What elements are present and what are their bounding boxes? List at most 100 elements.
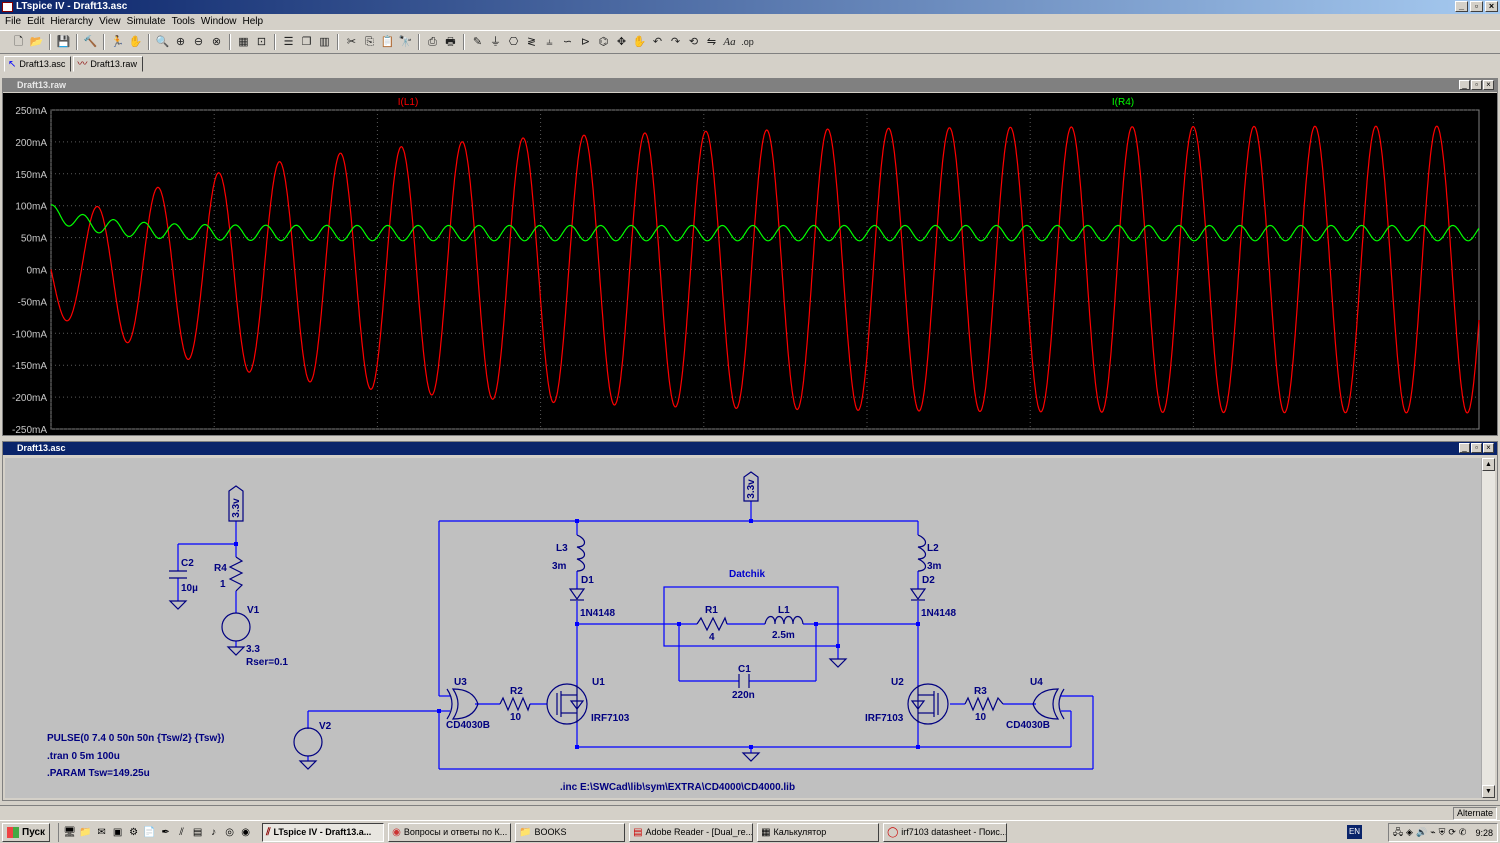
d2-name[interactable]: D2 [922, 575, 935, 586]
c1-name[interactable]: C1 [738, 664, 751, 675]
waveform-close-button[interactable]: × [1483, 80, 1494, 90]
cascade-icon[interactable]: ❐ [301, 35, 312, 48]
control-panel-icon[interactable]: 🔨 [83, 35, 98, 48]
halt-icon[interactable]: ✋ [128, 35, 143, 48]
ltspice-quick-icon[interactable]: ⫽ [179, 826, 184, 838]
redo-icon[interactable]: ↷ [670, 35, 681, 48]
l3-value[interactable]: 3m [552, 561, 567, 572]
schematic-vertical-scrollbar[interactable]: ▲ ▼ [1481, 458, 1495, 798]
label-net-icon[interactable]: ⎔ [508, 35, 519, 48]
diode-icon[interactable]: ⊳ [580, 35, 591, 48]
menu-hierarchy[interactable]: Hierarchy [50, 16, 94, 27]
usb-icon[interactable]: ⌁ [1430, 827, 1436, 837]
menu-view[interactable]: View [99, 16, 121, 27]
mirror-icon[interactable]: ⇋ [706, 35, 717, 48]
u4-name[interactable]: U4 [1030, 677, 1043, 688]
autorange-icon[interactable]: ▦ [238, 35, 249, 48]
waveform-restore-button[interactable]: ▫ [1471, 80, 1482, 90]
r1-value[interactable]: 4 [709, 632, 715, 643]
v1-name[interactable]: V1 [247, 605, 260, 616]
undo-icon[interactable]: ↶ [652, 35, 663, 48]
u1-value[interactable]: IRF7103 [591, 713, 630, 724]
schematic-close-button[interactable]: × [1483, 443, 1494, 453]
r1-name[interactable]: R1 [705, 605, 718, 616]
open-icon[interactable]: 📂 [29, 35, 44, 48]
component-icon[interactable]: ⌬ [598, 35, 609, 48]
menu-tools[interactable]: Tools [171, 16, 195, 27]
schematic-minimize-button[interactable]: _ [1459, 443, 1470, 453]
v1-rser[interactable]: Rser=0.1 [246, 657, 288, 668]
antivirus-icon[interactable]: ◈ [1406, 827, 1413, 837]
pulse-directive[interactable]: PULSE(0 7.4 0 50n 50n {Tsw/2} {Tsw}) [47, 733, 224, 744]
explorer-icon[interactable]: 📁 [79, 826, 92, 838]
taskbar-button-chrome[interactable]: ◉ Вопросы и ответы по К... [388, 822, 512, 842]
minimize-button[interactable]: _ [1455, 1, 1468, 12]
r2-value[interactable]: 10 [510, 712, 522, 723]
inductor-icon[interactable]: ∽ [562, 35, 573, 48]
zoom-in-icon[interactable]: 🔍 [155, 35, 170, 48]
language-indicator[interactable]: EN [1347, 825, 1362, 839]
menu-edit[interactable]: Edit [27, 16, 45, 27]
pen-icon[interactable]: ✒ [161, 826, 170, 838]
u1-name[interactable]: U1 [592, 677, 605, 688]
tran-directive[interactable]: .tran 0 5m 100u [47, 751, 120, 762]
menu-help[interactable]: Help [242, 16, 264, 27]
c2-value[interactable]: 10µ [181, 583, 198, 594]
tab-draft13-raw[interactable]: 〰 Draft13.raw [73, 56, 143, 72]
d1-name[interactable]: D1 [581, 575, 594, 586]
waveform-minimize-button[interactable]: _ [1459, 80, 1470, 90]
menu-file[interactable]: File [5, 16, 22, 27]
copy-icon[interactable]: ⎘ [365, 35, 374, 48]
document-icon[interactable]: 📄 [143, 826, 156, 838]
spice-directive-icon[interactable]: .op [741, 36, 754, 47]
pan-icon[interactable]: ⊕ [175, 35, 186, 48]
scroll-up-arrow-icon[interactable]: ▲ [1482, 458, 1495, 471]
taskbar-button-adobe[interactable]: ▤ Adobe Reader - [Dual_re... [629, 822, 754, 842]
drag-icon[interactable]: ✋ [632, 35, 647, 48]
zoom-out-icon[interactable]: ⊖ [193, 35, 204, 48]
ltspice-app-icon[interactable] [2, 2, 13, 12]
save-icon[interactable]: 💾 [56, 35, 71, 48]
d2-value[interactable]: 1N4148 [921, 608, 956, 619]
chat-icon[interactable]: ✆ [1458, 827, 1467, 837]
v2-name[interactable]: V2 [319, 721, 332, 732]
c2-name[interactable]: C2 [181, 558, 194, 569]
paste-icon[interactable]: 📋 [380, 35, 395, 48]
schematic-svg[interactable]: 3.3v 3.3v C2 10µ R4 1 V1 3.3 Rser=0.1 V2… [5, 458, 1481, 798]
c1-value[interactable]: 220n [732, 690, 755, 701]
find-icon[interactable]: 🔭 [398, 35, 413, 48]
trace-il1[interactable] [50, 125, 1480, 414]
r4-name[interactable]: R4 [214, 563, 227, 574]
l1-value[interactable]: 2.5m [772, 630, 795, 641]
fit-icon[interactable]: ⊡ [256, 35, 267, 48]
clock[interactable]: 9:28 [1475, 827, 1493, 838]
d1-value[interactable]: 1N4148 [580, 608, 615, 619]
mail-icon[interactable]: ✉ [97, 826, 106, 838]
u4-value[interactable]: CD4030B [1006, 720, 1050, 731]
start-button[interactable]: Пуск [2, 822, 51, 842]
trace-label-il1[interactable]: I(L1) [398, 97, 419, 108]
close-button[interactable]: × [1485, 1, 1498, 12]
zoom-fit-icon[interactable]: ⊗ [211, 35, 222, 48]
v1-value[interactable]: 3.3 [246, 644, 260, 655]
waveform-plot-svg[interactable]: 250mA200mA150mA100mA50mA0mA-50mA-100mA-1… [3, 93, 1497, 446]
schematic-canvas[interactable]: 3.3v 3.3v C2 10µ R4 1 V1 3.3 Rser=0.1 V2… [5, 458, 1481, 798]
u3-value[interactable]: CD4030B [446, 720, 490, 731]
print-setup-icon[interactable]: ⎙ [428, 35, 437, 48]
taskbar-button-books[interactable]: 📁 BOOKS [515, 822, 626, 842]
u2-value[interactable]: IRF7103 [865, 713, 904, 724]
l2-name[interactable]: L2 [927, 543, 939, 554]
resistor-icon[interactable]: ≷ [526, 35, 537, 48]
r3-value[interactable]: 10 [975, 712, 987, 723]
capacitor-icon[interactable]: ⫨ [546, 35, 553, 48]
run-icon[interactable]: 🏃 [110, 35, 125, 48]
draw-wire-icon[interactable]: ✎ [472, 35, 483, 48]
app-icon[interactable]: ▣ [112, 826, 123, 838]
tile-vertical-icon[interactable]: ▥ [319, 35, 330, 48]
security-icon[interactable]: ⛨ [1438, 827, 1446, 837]
u2-name[interactable]: U2 [891, 677, 904, 688]
trace-ir4[interactable] [51, 204, 1480, 242]
datchik-label[interactable]: Datchik [729, 569, 766, 580]
taskbar-button-opera[interactable]: ◯ irf7103 datasheet - Поис... [883, 822, 1008, 842]
